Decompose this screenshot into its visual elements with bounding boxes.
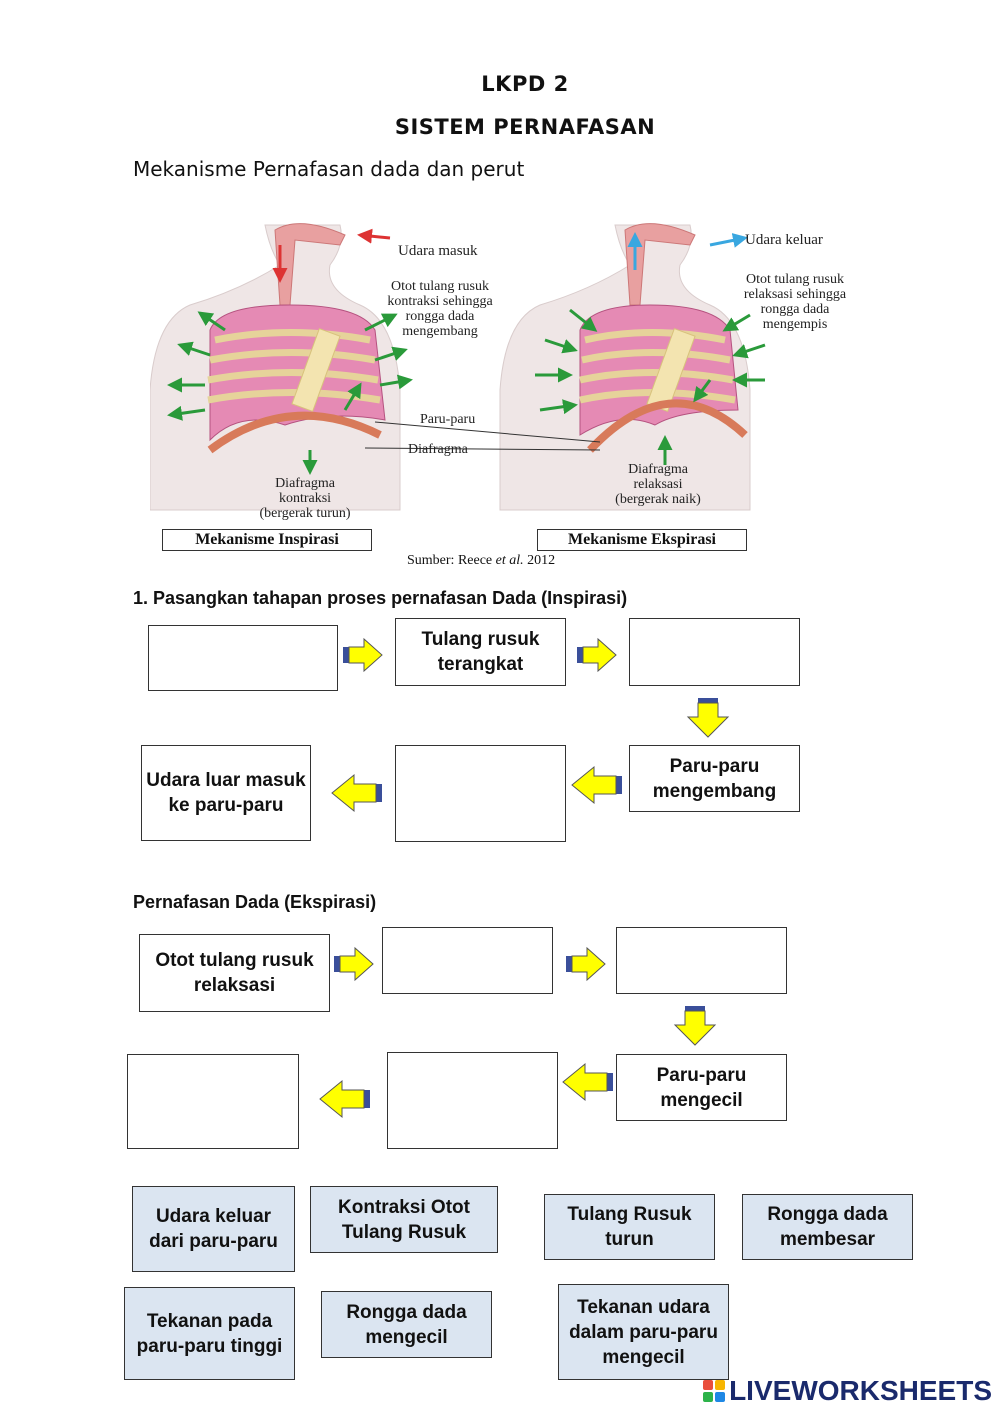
inspiration-body-illustration xyxy=(149,223,413,511)
expiration-box-lungs-shrink: Paru-paru mengecil xyxy=(616,1054,787,1121)
svg-text:relaksasi: relaksasi xyxy=(634,477,683,492)
diagram-source: Sumber: Reece et al. 2012 xyxy=(407,553,556,568)
arrow-left-icon xyxy=(319,1079,370,1119)
page-title: LKPD 2 xyxy=(481,72,569,96)
arrow-left-icon xyxy=(331,773,382,813)
inspiration-caption: Mekanisme Inspirasi xyxy=(162,529,372,551)
liveworksheets-logo-icon xyxy=(703,1380,726,1402)
page-subtitle: SISTEM PERNAFASAN xyxy=(394,115,656,139)
expiration-caption: Mekanisme Ekspirasi xyxy=(537,529,747,551)
expiration-drop-box-3[interactable] xyxy=(387,1052,558,1149)
inspiration-box-lungs-expand: Paru-paru mengembang xyxy=(629,745,800,812)
svg-text:rongga dada: rongga dada xyxy=(761,302,831,317)
svg-text:kontraksi sehingga: kontraksi sehingga xyxy=(387,294,493,309)
answer-card[interactable]: Tekanan udara dalam paru-paru mengecil xyxy=(558,1284,729,1380)
arrow-right-icon xyxy=(577,637,617,673)
expiration-air-label: Udara keluar xyxy=(745,232,823,248)
svg-text:Otot tulang rusuk: Otot tulang rusuk xyxy=(391,279,489,294)
svg-text:(bergerak turun): (bergerak turun) xyxy=(259,506,350,521)
expiration-diaphragm-label: Diafragma relaksasi (bergerak naik) xyxy=(615,462,701,507)
answer-card[interactable]: Tulang Rusuk turun xyxy=(544,1194,715,1260)
arrow-left-icon xyxy=(571,765,622,805)
arrow-down-icon xyxy=(686,698,730,738)
answer-card[interactable]: Rongga dada membesar xyxy=(742,1194,913,1260)
answer-card[interactable]: Rongga dada mengecil xyxy=(321,1291,492,1358)
inspiration-drop-box-3[interactable] xyxy=(395,745,566,842)
svg-text:Diafragma: Diafragma xyxy=(275,476,336,491)
svg-text:Diafragma: Diafragma xyxy=(628,462,689,477)
svg-text:mengembang: mengembang xyxy=(402,324,477,339)
respiration-diagram: Udara masuk Udara keluar Otot tulang rus… xyxy=(149,210,870,580)
svg-text:kontraksi: kontraksi xyxy=(279,491,331,506)
answer-card[interactable]: Tekanan pada paru-paru tinggi xyxy=(124,1287,295,1380)
svg-text:mengempis: mengempis xyxy=(763,317,828,332)
svg-text:rongga dada: rongga dada xyxy=(406,309,476,324)
brand-name: LIVEWORKSHEETS xyxy=(729,1375,992,1406)
inspiration-drop-box-2[interactable] xyxy=(629,618,800,686)
arrow-left-icon xyxy=(562,1062,613,1102)
inspiration-diaphragm-label: Diafragma kontraksi (bergerak turun) xyxy=(259,476,350,521)
section2-heading: Pernafasan Dada (Ekspirasi) xyxy=(133,892,377,912)
svg-text:Otot tulang rusuk: Otot tulang rusuk xyxy=(746,272,844,287)
diaphragm-label: Diafragma xyxy=(408,442,469,457)
svg-text:(bergerak naik): (bergerak naik) xyxy=(615,492,701,507)
expiration-drop-box-2[interactable] xyxy=(616,927,787,994)
inspiration-air-label: Udara masuk xyxy=(398,243,478,259)
inspiration-rib-label: Otot tulang rusuk kontraksi sehingga ron… xyxy=(387,279,493,339)
arrow-right-icon xyxy=(334,946,374,982)
inspiration-drop-box-1[interactable] xyxy=(148,625,338,691)
liveworksheets-logo[interactable]: LIVEWORKSHEETS xyxy=(703,1375,992,1407)
arrow-down-icon xyxy=(673,1006,717,1046)
lung-label: Paru-paru xyxy=(420,412,475,427)
inspiration-box-air-enters: Udara luar masuk ke paru-paru xyxy=(141,745,311,841)
svg-text:relaksasi sehingga: relaksasi sehingga xyxy=(744,287,847,302)
intro-text: Mekanisme Pernafasan dada dan perut xyxy=(133,157,525,181)
answer-card[interactable]: Kontraksi Otot Tulang Rusuk xyxy=(310,1186,498,1253)
expiration-drop-box-4[interactable] xyxy=(127,1054,299,1149)
section1-heading: 1. Pasangkan tahapan proses pernafasan D… xyxy=(133,588,628,608)
arrow-right-icon xyxy=(566,946,606,982)
inspiration-box-ribs-raised: Tulang rusuk terangkat xyxy=(395,618,566,686)
expiration-rib-label: Otot tulang rusuk relaksasi sehingga ron… xyxy=(744,272,847,332)
expiration-box-rib-muscle-relax: Otot tulang rusuk relaksasi xyxy=(139,934,330,1012)
answer-card[interactable]: Udara keluar dari paru-paru xyxy=(132,1186,295,1272)
expiration-drop-box-1[interactable] xyxy=(382,927,553,994)
arrow-right-icon xyxy=(343,637,383,673)
